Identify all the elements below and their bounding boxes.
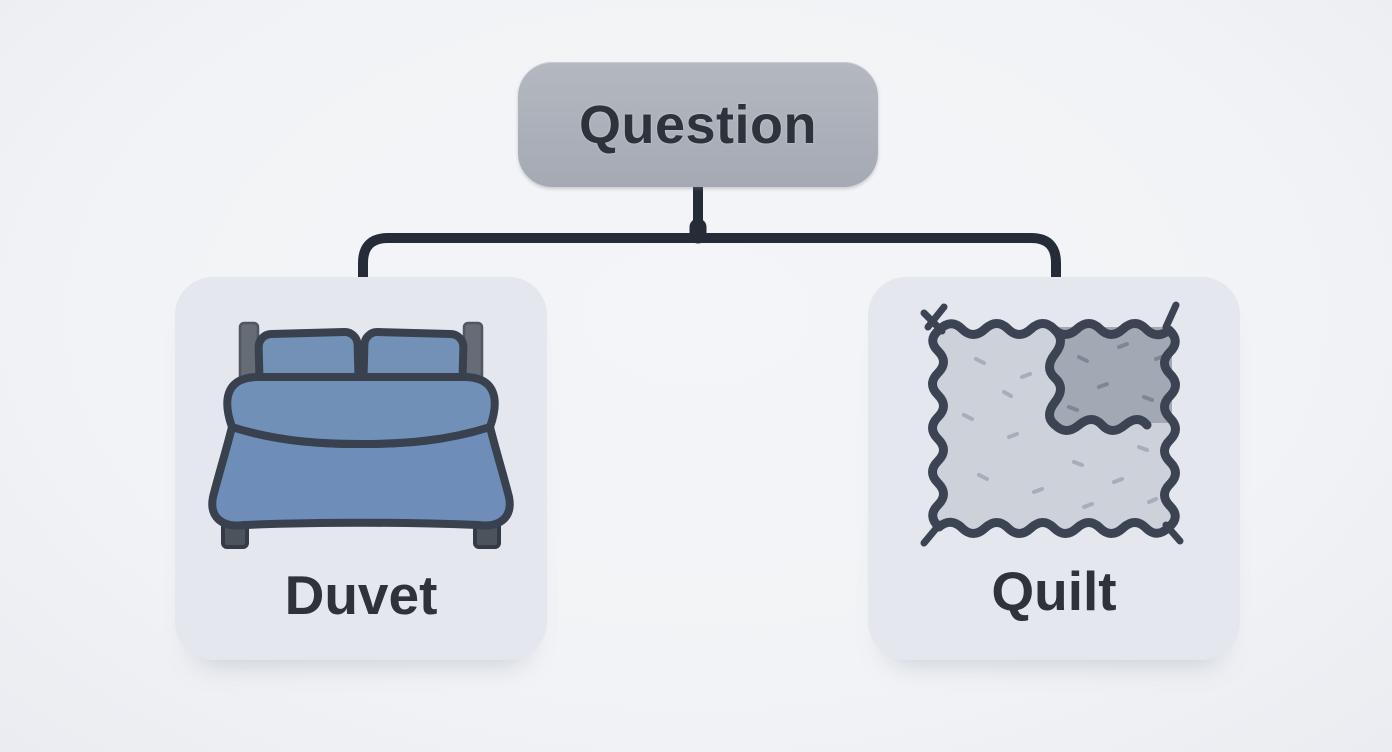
quilt-icon [920, 301, 1184, 547]
question-label: Question [578, 94, 817, 155]
bed-duvet-icon [208, 321, 514, 549]
question-node: Question [518, 62, 878, 187]
option-label-quilt: Quilt [991, 560, 1117, 622]
quilt-stitches [962, 357, 1158, 509]
option-card-quilt[interactable]: Quilt [868, 277, 1240, 660]
quilt-corner-ticks [920, 301, 1184, 547]
option-card-duvet[interactable]: Duvet [175, 277, 547, 660]
option-label-duvet: Duvet [284, 564, 438, 626]
